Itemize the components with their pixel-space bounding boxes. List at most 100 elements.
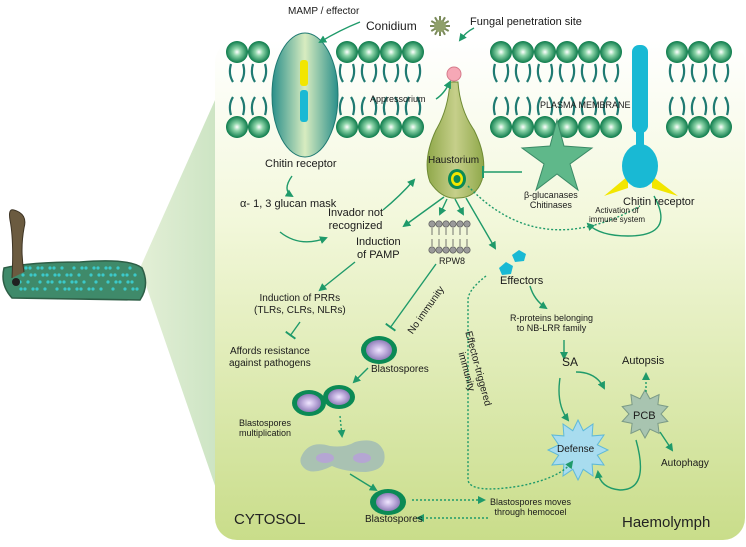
haustorium-label: Haustorium xyxy=(428,155,480,166)
larva-spot xyxy=(75,287,79,291)
larva-spot xyxy=(94,280,98,284)
membrane-lipid xyxy=(534,41,556,83)
larva-spot xyxy=(24,266,28,270)
larva-spot xyxy=(101,273,105,277)
larva-spot xyxy=(74,280,78,284)
larva-spot xyxy=(45,273,49,277)
membrane-lipid xyxy=(688,41,710,83)
larva-spot xyxy=(114,280,118,284)
larva-spot xyxy=(106,280,110,284)
larva-spot xyxy=(36,266,40,270)
membrane-lipid xyxy=(666,41,688,83)
larva-spot xyxy=(50,280,54,284)
larva-spot xyxy=(123,287,127,291)
larva-spot xyxy=(40,266,44,270)
larva-spot xyxy=(80,266,84,270)
larva-spot xyxy=(131,287,135,291)
haemolymph-label: Haemolymph xyxy=(622,514,711,531)
larva-spot xyxy=(67,287,71,291)
blastospore-2 xyxy=(370,489,406,515)
membrane-lipid xyxy=(358,41,380,83)
rpw8-label: RPW8 xyxy=(439,256,466,266)
rpw8-bilayer-icon xyxy=(428,220,471,254)
autopsis-label: Autopsis xyxy=(622,355,665,367)
chitin-receptor-left xyxy=(271,32,339,158)
larva-spot xyxy=(104,266,108,270)
larva-spot xyxy=(38,280,42,284)
larva-spot xyxy=(130,280,134,284)
membrane-lipid xyxy=(226,41,248,83)
larva-spot xyxy=(33,273,37,277)
rpw8-head xyxy=(428,246,436,254)
induction-pamp-label: Induction of PAMP xyxy=(356,236,401,261)
fungal-penetration-site-label: Fungal penetration site xyxy=(470,16,582,28)
larva-spot xyxy=(89,273,93,277)
larva-spot xyxy=(128,266,132,270)
defense-label: Defense xyxy=(557,444,595,455)
rpw8-head xyxy=(435,220,443,228)
larva-spot xyxy=(19,287,23,291)
membrane-lipid xyxy=(490,96,512,138)
rpw8-head xyxy=(456,246,464,254)
larva-spot xyxy=(60,266,64,270)
membrane-lipid xyxy=(578,96,600,138)
chitin-receptor-left-label: Chitin receptor xyxy=(265,158,337,170)
membrane-lipid xyxy=(380,96,402,138)
beta-glucanases-chitinases-label: β-glucanases Chitinases xyxy=(524,190,578,211)
haustorium xyxy=(426,81,485,199)
larva-spot xyxy=(29,273,33,277)
larva-spot xyxy=(116,266,120,270)
rpw8-head xyxy=(449,220,457,228)
plasma-membrane-label: PLASMA MEMBRANE xyxy=(540,100,631,110)
pcb-star xyxy=(621,388,669,440)
membrane-lipid xyxy=(512,96,534,138)
rpw8-head xyxy=(456,220,464,228)
rpw8-head xyxy=(449,246,457,254)
rpw8-head xyxy=(442,220,450,228)
glucan-mask-label: α- 1, 3 glucan mask xyxy=(240,198,337,210)
blastospore-1 xyxy=(361,336,397,364)
zoom-cone xyxy=(140,62,232,535)
membrane-lipid xyxy=(578,41,600,83)
larva-spot xyxy=(135,287,139,291)
membrane-lipid xyxy=(556,41,578,83)
pcb-label: PCB xyxy=(633,410,656,422)
rpw8-head xyxy=(463,220,471,228)
larva-spot xyxy=(63,287,67,291)
membrane-lipid xyxy=(666,96,688,138)
membrane-lipid xyxy=(402,41,424,83)
defense-starburst xyxy=(546,418,610,482)
larva-spot xyxy=(62,280,66,284)
larva-spot xyxy=(118,280,122,284)
larva-spot xyxy=(99,287,103,291)
larva-spot xyxy=(55,287,59,291)
membrane-lipid xyxy=(226,96,248,138)
r-proteins-label: R-proteins belonging to NB-LRR family xyxy=(510,313,594,334)
larva-spot xyxy=(69,273,73,277)
membrane-lipid xyxy=(534,96,556,138)
affords-resistance-label: Affords resistance against pathogens xyxy=(229,346,311,369)
blastospores-label-1: Blastospores xyxy=(371,364,429,375)
membrane-lipid xyxy=(688,96,710,138)
membrane-lipid xyxy=(600,41,622,83)
larva-spot xyxy=(96,266,100,270)
larva-spot xyxy=(65,273,69,277)
membrane-lipid xyxy=(710,41,732,83)
induction-prrs-label: Induction of PRRs (TLRs, CLRs, NLRs) xyxy=(254,293,346,316)
larva-spot xyxy=(21,273,25,277)
rpw8-head xyxy=(442,246,450,254)
membrane-lipid xyxy=(358,96,380,138)
larva-spot xyxy=(31,287,35,291)
larva-spot xyxy=(111,287,115,291)
larva-spot xyxy=(108,266,112,270)
larva-spot xyxy=(70,280,74,284)
larva-spot xyxy=(82,280,86,284)
larva-spot xyxy=(87,287,91,291)
chitin-receptor-right xyxy=(604,45,678,196)
activation-immune-system-label: Activation of immune system xyxy=(589,206,646,225)
larva-spot xyxy=(23,287,27,291)
membrane-lipid xyxy=(600,96,622,138)
conidium-spore-icon xyxy=(430,16,450,36)
appressorium-circle xyxy=(446,66,462,82)
